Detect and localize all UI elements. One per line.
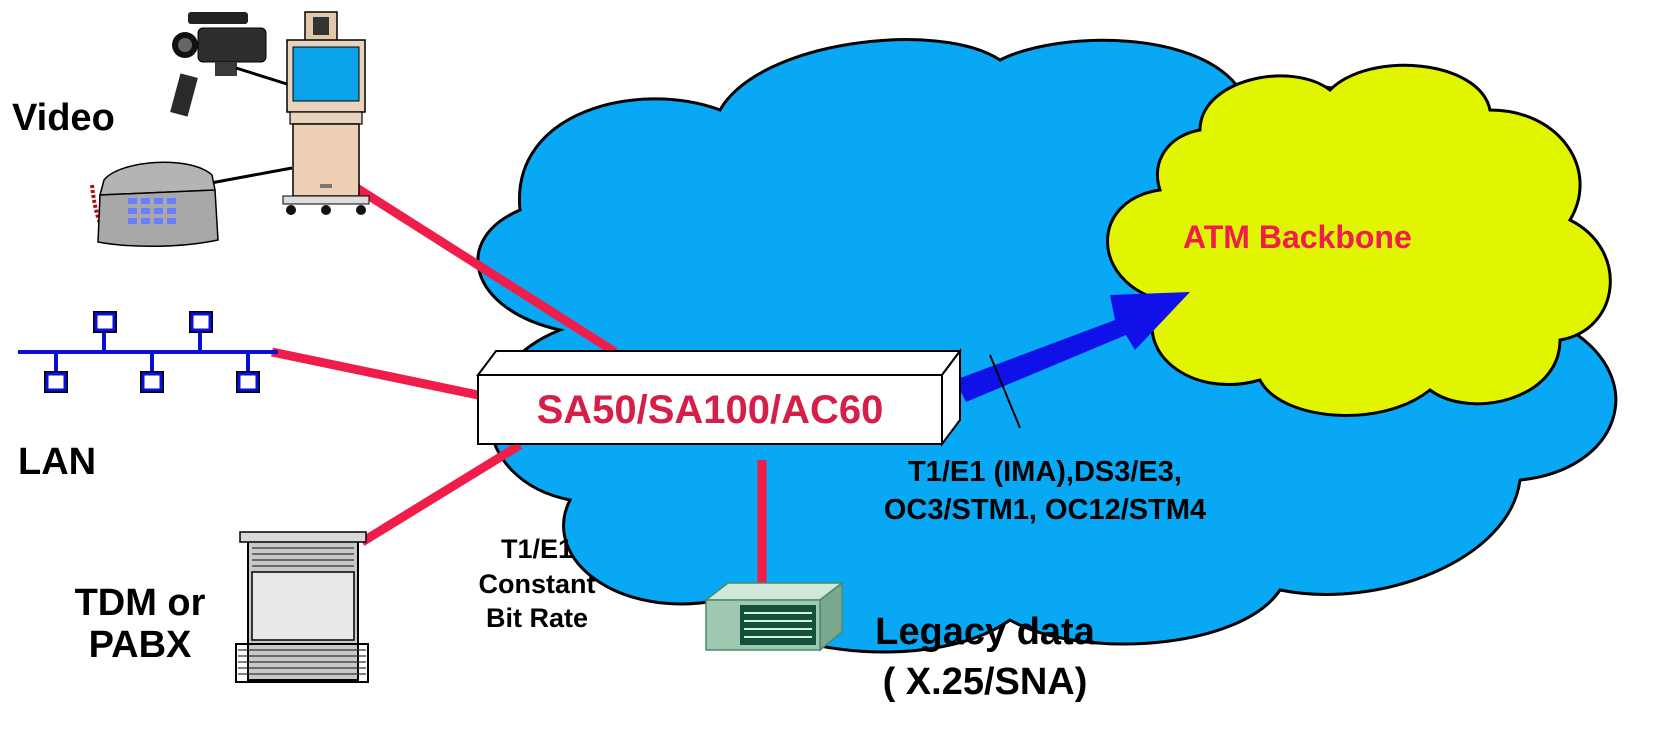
atm-backbone-cloud <box>1106 63 1612 417</box>
atm-backbone-label: ATM Backbone <box>1183 219 1412 255</box>
videoconference-terminal-icon <box>282 11 370 215</box>
legacy-label-line2: ( X.25/SNA) <box>882 660 1088 703</box>
tdm-label-line2: PABX <box>88 623 192 666</box>
uplink-arrow <box>955 292 1190 429</box>
link-lan <box>271 347 479 400</box>
uplink-label-line2: OC3/STM1, OC12/STM4 <box>883 493 1207 526</box>
switch-box <box>476 348 962 447</box>
lan-bus-icon <box>18 311 278 393</box>
link-video <box>349 181 618 356</box>
legacy-data-device-icon <box>703 581 845 652</box>
uplink-label-line1: T1/E1 (IMA),DS3/E3, <box>908 456 1182 488</box>
tdm-label: TDM or PABX <box>55 582 225 667</box>
uplink-interfaces-label: T1/E1 (IMA),DS3/E3, OC3/STM1, OC12/STM4 <box>800 456 1290 527</box>
red-links <box>271 181 767 585</box>
cbr-label-line1: T1/E1 <box>500 534 574 564</box>
cbr-label-line3: Bit Rate <box>485 603 588 634</box>
cbr-label: T1/E1 Constant Bit Rate <box>452 534 622 634</box>
legacy-data-label: Legacy data ( X.25/SNA) <box>850 611 1120 704</box>
tdm-label-line1: TDM or <box>74 582 206 624</box>
legacy-label-line1: Legacy data <box>875 611 1095 653</box>
telephone-icon <box>90 161 293 247</box>
switch-label: SA50/SA100/AC60 <box>536 388 884 432</box>
cbr-label-line2: Constant <box>478 568 596 599</box>
video-label: Video <box>12 97 115 139</box>
link-pabx <box>359 441 523 546</box>
pabx-computer-icon <box>235 531 369 683</box>
video-camera-icon <box>170 12 291 117</box>
lan-label: LAN <box>18 441 97 483</box>
